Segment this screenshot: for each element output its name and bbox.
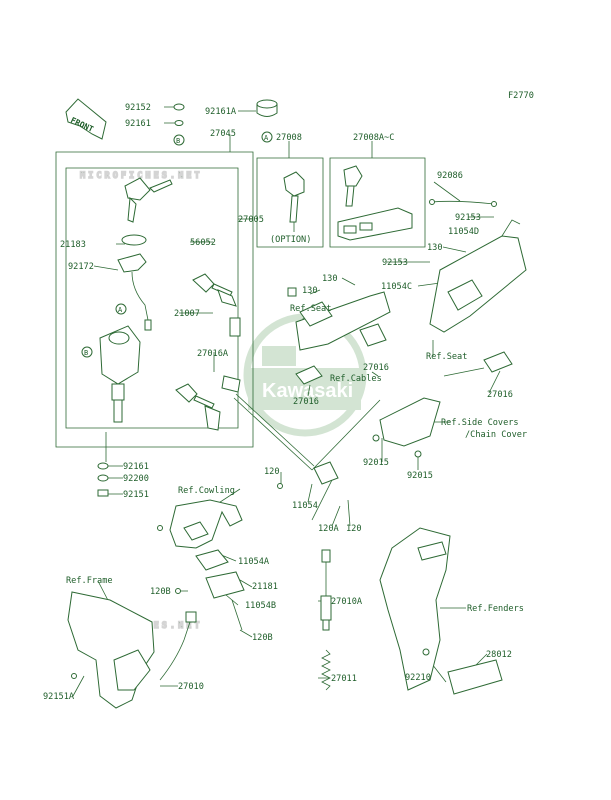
- label-chain-cover: /Chain Cover: [465, 430, 527, 440]
- label-92210: 92210: [405, 673, 431, 683]
- box-27045: [55, 151, 254, 448]
- label-27005: 27005: [238, 215, 264, 225]
- label-120a: 120A: [318, 524, 340, 534]
- label-92086: 92086: [437, 171, 463, 181]
- label-92151: 92151: [123, 490, 149, 500]
- label-120b-b: 120B: [252, 633, 273, 643]
- label-27010: 27010: [178, 682, 204, 692]
- label-27010a: 27010A: [331, 597, 363, 607]
- label-ref-seat-1: Ref.Seat: [290, 304, 331, 314]
- box-27008: [256, 157, 324, 248]
- figure-code: F2770: [508, 91, 534, 101]
- key-set-27005-icon: [124, 177, 173, 223]
- keys-27016a-icon: [175, 375, 241, 431]
- ring-56052-icon: [121, 234, 147, 246]
- label-120b-a: 120B: [150, 587, 171, 597]
- label-130-b: 130: [322, 274, 338, 284]
- spring-27011-icon: [321, 649, 331, 691]
- key-27008ac-icon: [337, 165, 413, 241]
- label-120-a: 120: [264, 467, 280, 477]
- box-27005: [65, 167, 239, 429]
- label-ref-side-covers: Ref.Side Covers: [441, 418, 519, 428]
- label-option: (OPTION): [270, 235, 311, 245]
- label-27008ac: 27008A~C: [353, 133, 394, 143]
- label-ref-fenders: Ref.Fenders: [467, 604, 524, 614]
- marker-a-top-label: A: [264, 134, 269, 142]
- marker-a-top-icon: A: [261, 131, 273, 143]
- latch-27016-icon: [295, 351, 513, 385]
- fender-icon: [379, 527, 503, 695]
- ignition-switch-icon: [99, 325, 141, 423]
- label-120-b: 120: [346, 524, 362, 534]
- label-130-a: 130: [427, 243, 443, 253]
- label-92161a: 92161A: [205, 107, 237, 117]
- label-92172: 92172: [68, 262, 94, 272]
- label-21183: 21183: [60, 240, 86, 250]
- label-92161-bot: 92161: [123, 462, 149, 472]
- label-27045: 27045: [210, 129, 236, 139]
- label-ref-cables: Ref.Cables: [330, 374, 382, 384]
- marker-b-top-label: B: [176, 137, 180, 145]
- label-ref-frame: Ref.Frame: [66, 576, 113, 586]
- label-11054d: 11054D: [448, 227, 479, 237]
- label-11054c: 11054C: [381, 282, 412, 292]
- logo-text: Kawasaki: [262, 380, 353, 402]
- label-27016-c: 27016: [293, 397, 319, 407]
- bracket-21183-icon: [117, 253, 152, 331]
- label-130-c: 130: [302, 286, 318, 296]
- keys-21007-icon: [192, 273, 241, 337]
- switch-27010a-icon: [320, 549, 332, 631]
- marker-b-top-icon: B: [173, 134, 185, 146]
- seat-lock-right-icon: [429, 219, 527, 333]
- label-21007: 21007: [174, 309, 200, 319]
- label-92153-a: 92153: [455, 213, 481, 223]
- label-27011: 27011: [331, 674, 357, 684]
- cable-92086-icon: [429, 199, 497, 207]
- label-56052: 56052: [190, 238, 216, 248]
- label-92153-b: 92153: [382, 258, 408, 268]
- cap-92161a-icon: [256, 99, 278, 117]
- washer-92152-icon: [173, 103, 185, 126]
- bracket-11054a-icon: [157, 499, 243, 549]
- marker-b-mid-icon: B: [81, 346, 93, 358]
- label-ref-seat-2: Ref.Seat: [426, 352, 467, 362]
- marker-a-mid-label: A: [118, 306, 123, 314]
- label-92015-b: 92015: [407, 471, 433, 481]
- label-27016a: 27016A: [197, 349, 229, 359]
- label-28012: 28012: [486, 650, 512, 660]
- label-92200: 92200: [123, 474, 149, 484]
- key-27008-icon: (OPTION): [270, 171, 311, 245]
- label-21181: 21181: [252, 582, 278, 592]
- label-92152: 92152: [125, 103, 151, 113]
- cable-rod-icon: [233, 393, 381, 471]
- link-11054-icon: [277, 461, 339, 521]
- label-ref-cowling: Ref.Cowling: [178, 486, 235, 496]
- label-11054b: 11054B: [245, 601, 276, 611]
- watermark-top: MICROFICHES.NET: [80, 171, 203, 181]
- label-11054: 11054: [292, 501, 318, 511]
- label-11054a: 11054A: [238, 557, 270, 567]
- label-92161-top: 92161: [125, 119, 151, 129]
- front-arrow-icon: FRONT: [65, 98, 107, 140]
- label-92015-a: 92015: [363, 458, 389, 468]
- holder-21181-icon: [175, 549, 245, 631]
- box-27008a: [329, 157, 426, 248]
- label-27008: 27008: [276, 133, 302, 143]
- seat-lock-left-icon: [287, 287, 391, 351]
- marker-a-mid-icon: A: [115, 303, 127, 315]
- frame-bracket-icon: [67, 591, 197, 709]
- washers-bottom-left-icon: [97, 462, 109, 497]
- marker-b-mid-label: B: [84, 349, 88, 357]
- label-27016-a: 27016: [363, 363, 389, 373]
- side-cover-latch-icon: [372, 397, 441, 458]
- label-92151a: 92151A: [43, 692, 75, 702]
- label-27016-b: 27016: [487, 390, 513, 400]
